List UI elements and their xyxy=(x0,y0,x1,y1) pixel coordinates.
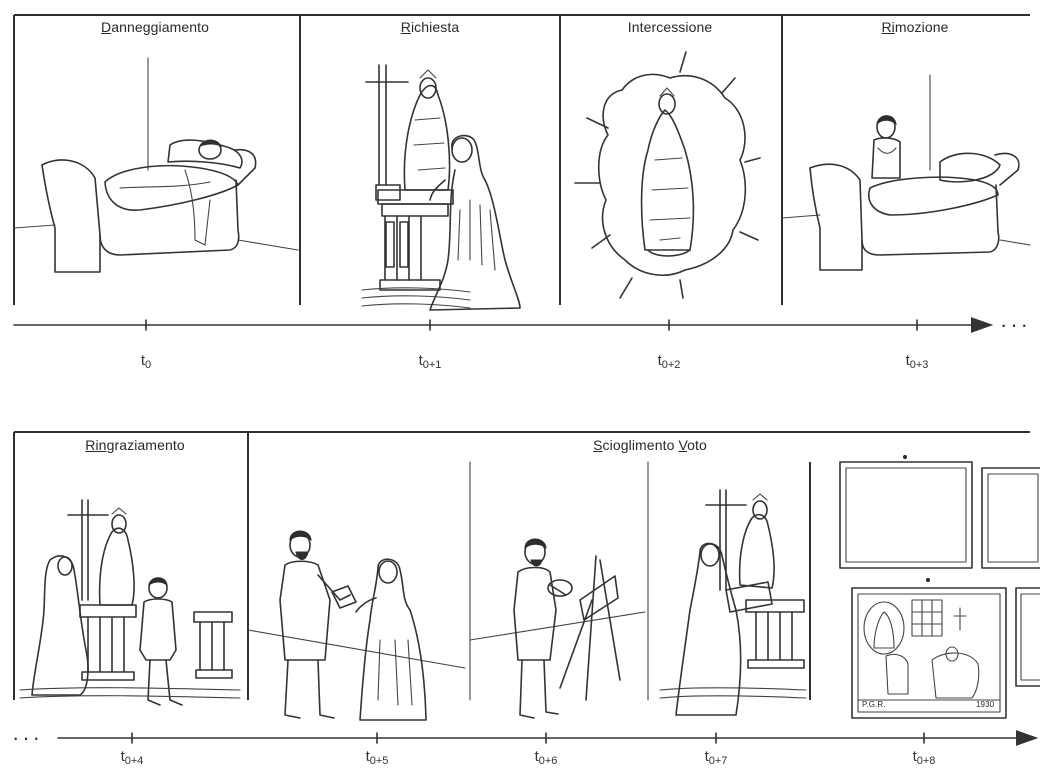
panel-title-intercessione: Intercessione xyxy=(610,19,730,35)
ex-voto-caption: P.G.R. xyxy=(862,700,886,709)
illustration-sick-in-bed xyxy=(14,58,298,272)
bottom-tick-label-6: t0+6 xyxy=(521,748,571,767)
ex-voto-frame-2 xyxy=(982,468,1040,568)
illustration-painter-at-easel xyxy=(470,539,645,718)
top-row xyxy=(14,15,1030,330)
bottom-timeline-leading: ··· xyxy=(12,727,43,749)
illustration-prayer-at-altar xyxy=(362,65,520,310)
illustration-ex-voto-wall xyxy=(840,455,1040,718)
ex-voto-frame-1-inner xyxy=(846,468,966,562)
ex-voto-year: 1930 xyxy=(976,700,994,709)
illustration-thanksgiving-at-altar xyxy=(20,500,240,705)
ex-voto-frame-3 xyxy=(852,588,1006,718)
bottom-tick-label-5: t0+5 xyxy=(352,748,402,767)
top-tick-label-2: t0+2 xyxy=(644,352,694,371)
bottom-row xyxy=(14,432,1040,743)
panel-title-scioglimento-voto: Scioglimento Voto xyxy=(570,437,730,453)
illustration-intercession-glory xyxy=(575,52,760,298)
bottom-tick-label-7: t0+7 xyxy=(691,748,741,767)
ex-voto-frame-1 xyxy=(840,462,972,568)
illustration-healed-beside-bed xyxy=(782,75,1030,270)
top-timeline-continuation: ··· xyxy=(1000,314,1031,336)
illustration-vow-commission xyxy=(248,531,465,720)
top-tick-label-1: t0+1 xyxy=(405,352,455,371)
panel-title-danneggiamento: Danneggiamento xyxy=(90,19,220,35)
top-tick-label-3: t0+3 xyxy=(892,352,942,371)
ex-voto-frame-4 xyxy=(1016,588,1040,686)
panel-title-richiesta: Richiesta xyxy=(380,19,480,35)
panel-title-ringraziamento: Ringraziamento xyxy=(70,437,200,453)
bottom-tick-label-4: t0+4 xyxy=(107,748,157,767)
illustration-offering-votive xyxy=(660,490,806,715)
top-tick-label-0: t0 xyxy=(126,352,166,371)
bottom-tick-label-8: t0+8 xyxy=(899,748,949,767)
panel-title-rimozione: Rimozione xyxy=(860,19,970,35)
